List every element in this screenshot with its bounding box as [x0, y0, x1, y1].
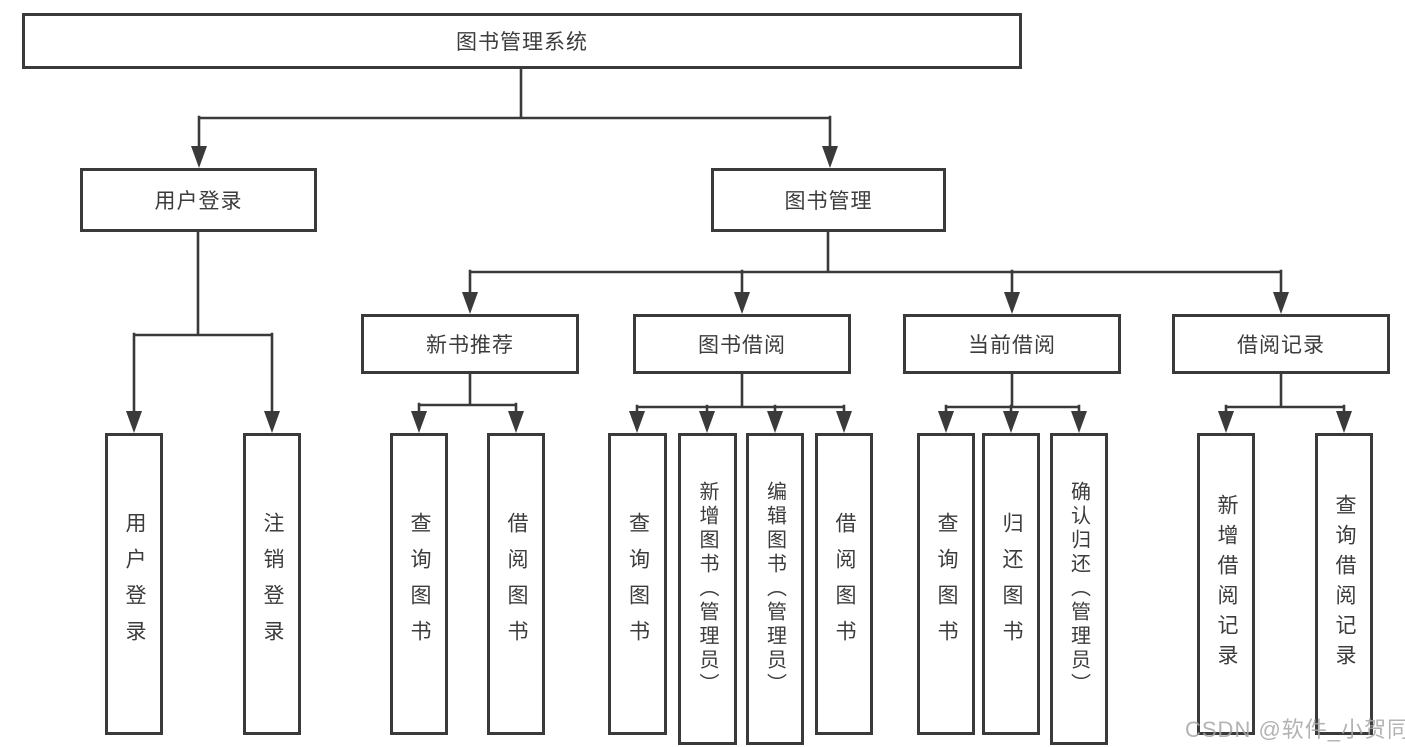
node-new-book-recommendation: 新书推荐 [361, 314, 579, 374]
node-book-borrowing: 图书借阅 [633, 314, 851, 374]
node-current-borrowing-label: 当前借阅 [968, 334, 1056, 357]
node-library-system-label: 图书管理系统 [456, 31, 588, 54]
node-current-borrowing: 当前借阅 [903, 314, 1121, 374]
leaf-query-books-recommend-label: 查询图书 [408, 512, 431, 656]
leaf-add-books-admin-label: 新增图书（管理员） [696, 481, 718, 697]
leaf-user-login-label: 用户登录 [123, 512, 146, 656]
node-library-system: 图书管理系统 [22, 13, 1022, 69]
leaf-borrow-books-recommend: 借阅图书 [487, 433, 545, 735]
node-borrowing-records-label: 借阅记录 [1237, 334, 1325, 357]
node-borrowing-records: 借阅记录 [1172, 314, 1390, 374]
leaf-query-books-current: 查询图书 [917, 433, 975, 735]
leaf-edit-books-admin: 编辑图书（管理员） [746, 433, 804, 745]
node-book-borrowing-label: 图书借阅 [698, 334, 786, 357]
leaf-borrow-books-recommend-label: 借阅图书 [505, 512, 528, 656]
leaf-logout-label: 注销登录 [261, 512, 284, 656]
leaf-confirm-return-admin: 确认归还（管理员） [1050, 433, 1108, 745]
watermark-text: CSDN @软件_小贺同学 [1185, 717, 1405, 742]
leaf-user-login: 用户登录 [105, 433, 163, 735]
node-book-management: 图书管理 [711, 168, 946, 232]
leaf-borrow-books-borrowing: 借阅图书 [815, 433, 873, 735]
leaf-add-borrow-record: 新增借阅记录 [1197, 433, 1255, 735]
node-new-book-recommendation-label: 新书推荐 [426, 334, 514, 357]
leaf-query-borrow-record: 查询借阅记录 [1315, 433, 1373, 735]
node-user-login: 用户登录 [80, 168, 317, 232]
leaf-return-books-label: 归还图书 [1000, 512, 1023, 656]
leaf-confirm-return-admin-label: 确认归还（管理员） [1067, 481, 1090, 697]
node-user-login-label: 用户登录 [154, 190, 243, 213]
leaf-return-books: 归还图书 [982, 433, 1040, 735]
leaf-query-books-recommend: 查询图书 [390, 433, 448, 735]
leaf-add-books-admin: 新增图书（管理员） [678, 433, 737, 745]
leaf-add-borrow-record-label: 新增借阅记录 [1215, 494, 1238, 674]
node-book-management-label: 图书管理 [784, 190, 873, 213]
leaf-edit-books-admin-label: 编辑图书（管理员） [763, 481, 786, 697]
leaf-query-books-current-label: 查询图书 [935, 512, 958, 656]
leaf-query-borrow-record-label: 查询借阅记录 [1333, 494, 1356, 674]
leaf-borrow-books-borrowing-label: 借阅图书 [833, 512, 856, 656]
leaf-query-books-borrowing: 查询图书 [608, 433, 667, 735]
leaf-logout: 注销登录 [243, 433, 301, 735]
leaf-query-books-borrowing-label: 查询图书 [626, 512, 650, 656]
